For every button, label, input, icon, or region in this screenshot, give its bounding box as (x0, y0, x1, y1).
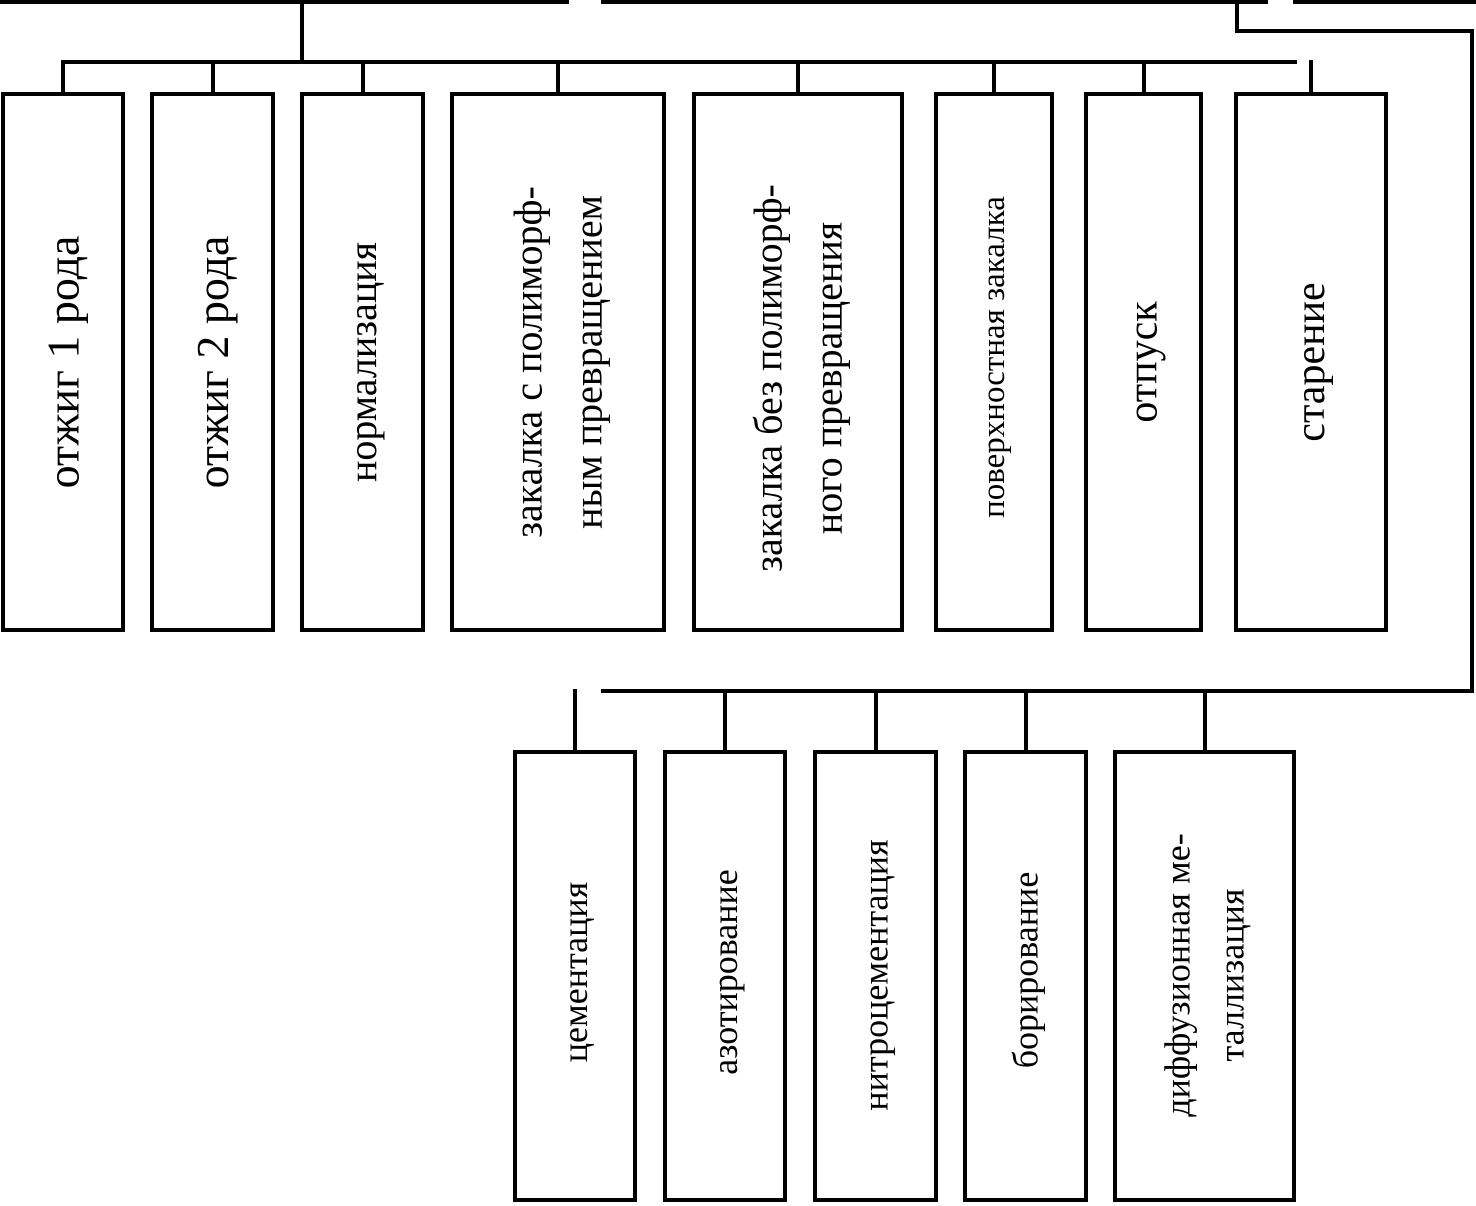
node-box-quench-poly (450, 92, 666, 632)
node-box-nitriding (663, 750, 787, 1202)
node-box-diffusion-metallization (1113, 750, 1296, 1202)
node-diffusion-metallization: диффузионная ме-таллизация (1113, 750, 1296, 1202)
node-nitriding: азотирование (663, 750, 787, 1202)
node-label-quench-poly-1: закалка с полиморф- (506, 186, 551, 538)
node-box-surface-quench (934, 92, 1054, 632)
node-box-quench-nonpoly (692, 92, 904, 632)
node-box-aging (1234, 92, 1388, 632)
top-row-group: отжиг 1 рода отжиг 2 рода нормализация зака… (1, 92, 1388, 632)
node-label-quench-nonpoly-2: ного превращения (806, 222, 851, 534)
node-label-boriding-1: борирование (1006, 872, 1046, 1069)
node-label-annealing-2-1: отжиг 2 рода (187, 236, 238, 489)
node-label-aging-1: старение (1288, 282, 1334, 441)
node-normalization: нормализация (300, 92, 425, 632)
node-box-carbonitriding (813, 750, 938, 1202)
node-tempering: отпуск (1084, 92, 1203, 632)
node-label-nitriding-1: азотирование (705, 869, 745, 1075)
node-label-surface-quench-1: поверхностная закалка (976, 196, 1012, 518)
node-label-diffusion-metallization-1: диффузионная ме- (1158, 833, 1198, 1116)
node-label-tempering-1: отпуск (1121, 301, 1167, 423)
node-surface-quench: поверхностная закалка (934, 92, 1054, 632)
node-carburizing: цементация (513, 750, 637, 1202)
node-box-annealing-2 (150, 92, 275, 632)
node-boriding: борирование (963, 750, 1088, 1202)
node-label-normalization-1: нормализация (340, 242, 385, 482)
node-quench-poly: закалка с полиморф-ным превращением (450, 92, 666, 632)
node-box-tempering (1084, 92, 1203, 632)
node-label-quench-nonpoly-1: закалка без полиморф- (746, 184, 791, 572)
node-quench-nonpoly: закалка без полиморф-ного превращения (692, 92, 904, 632)
bottom-row-group: цементация азотирование нитроцементация бор… (513, 750, 1296, 1202)
node-label-quench-poly-2: ным превращением (566, 195, 611, 529)
node-box-carburizing (513, 750, 637, 1202)
node-aging: старение (1234, 92, 1388, 632)
node-carbonitriding: нитроцементация (813, 750, 938, 1202)
node-box-boriding (963, 750, 1088, 1202)
node-label-diffusion-metallization-2: таллизация (1212, 889, 1252, 1062)
connector-lines (0, 0, 1476, 754)
node-box-normalization (300, 92, 425, 632)
node-label-carburizing-1: цементация (555, 882, 595, 1063)
node-annealing-1: отжиг 1 рода (1, 92, 125, 632)
node-label-annealing-1-1: отжиг 1 рода (38, 236, 89, 489)
node-label-carbonitriding-1: нитроцементация (856, 839, 896, 1110)
node-box-annealing-1 (1, 92, 125, 632)
node-annealing-2: отжиг 2 рода (150, 92, 275, 632)
